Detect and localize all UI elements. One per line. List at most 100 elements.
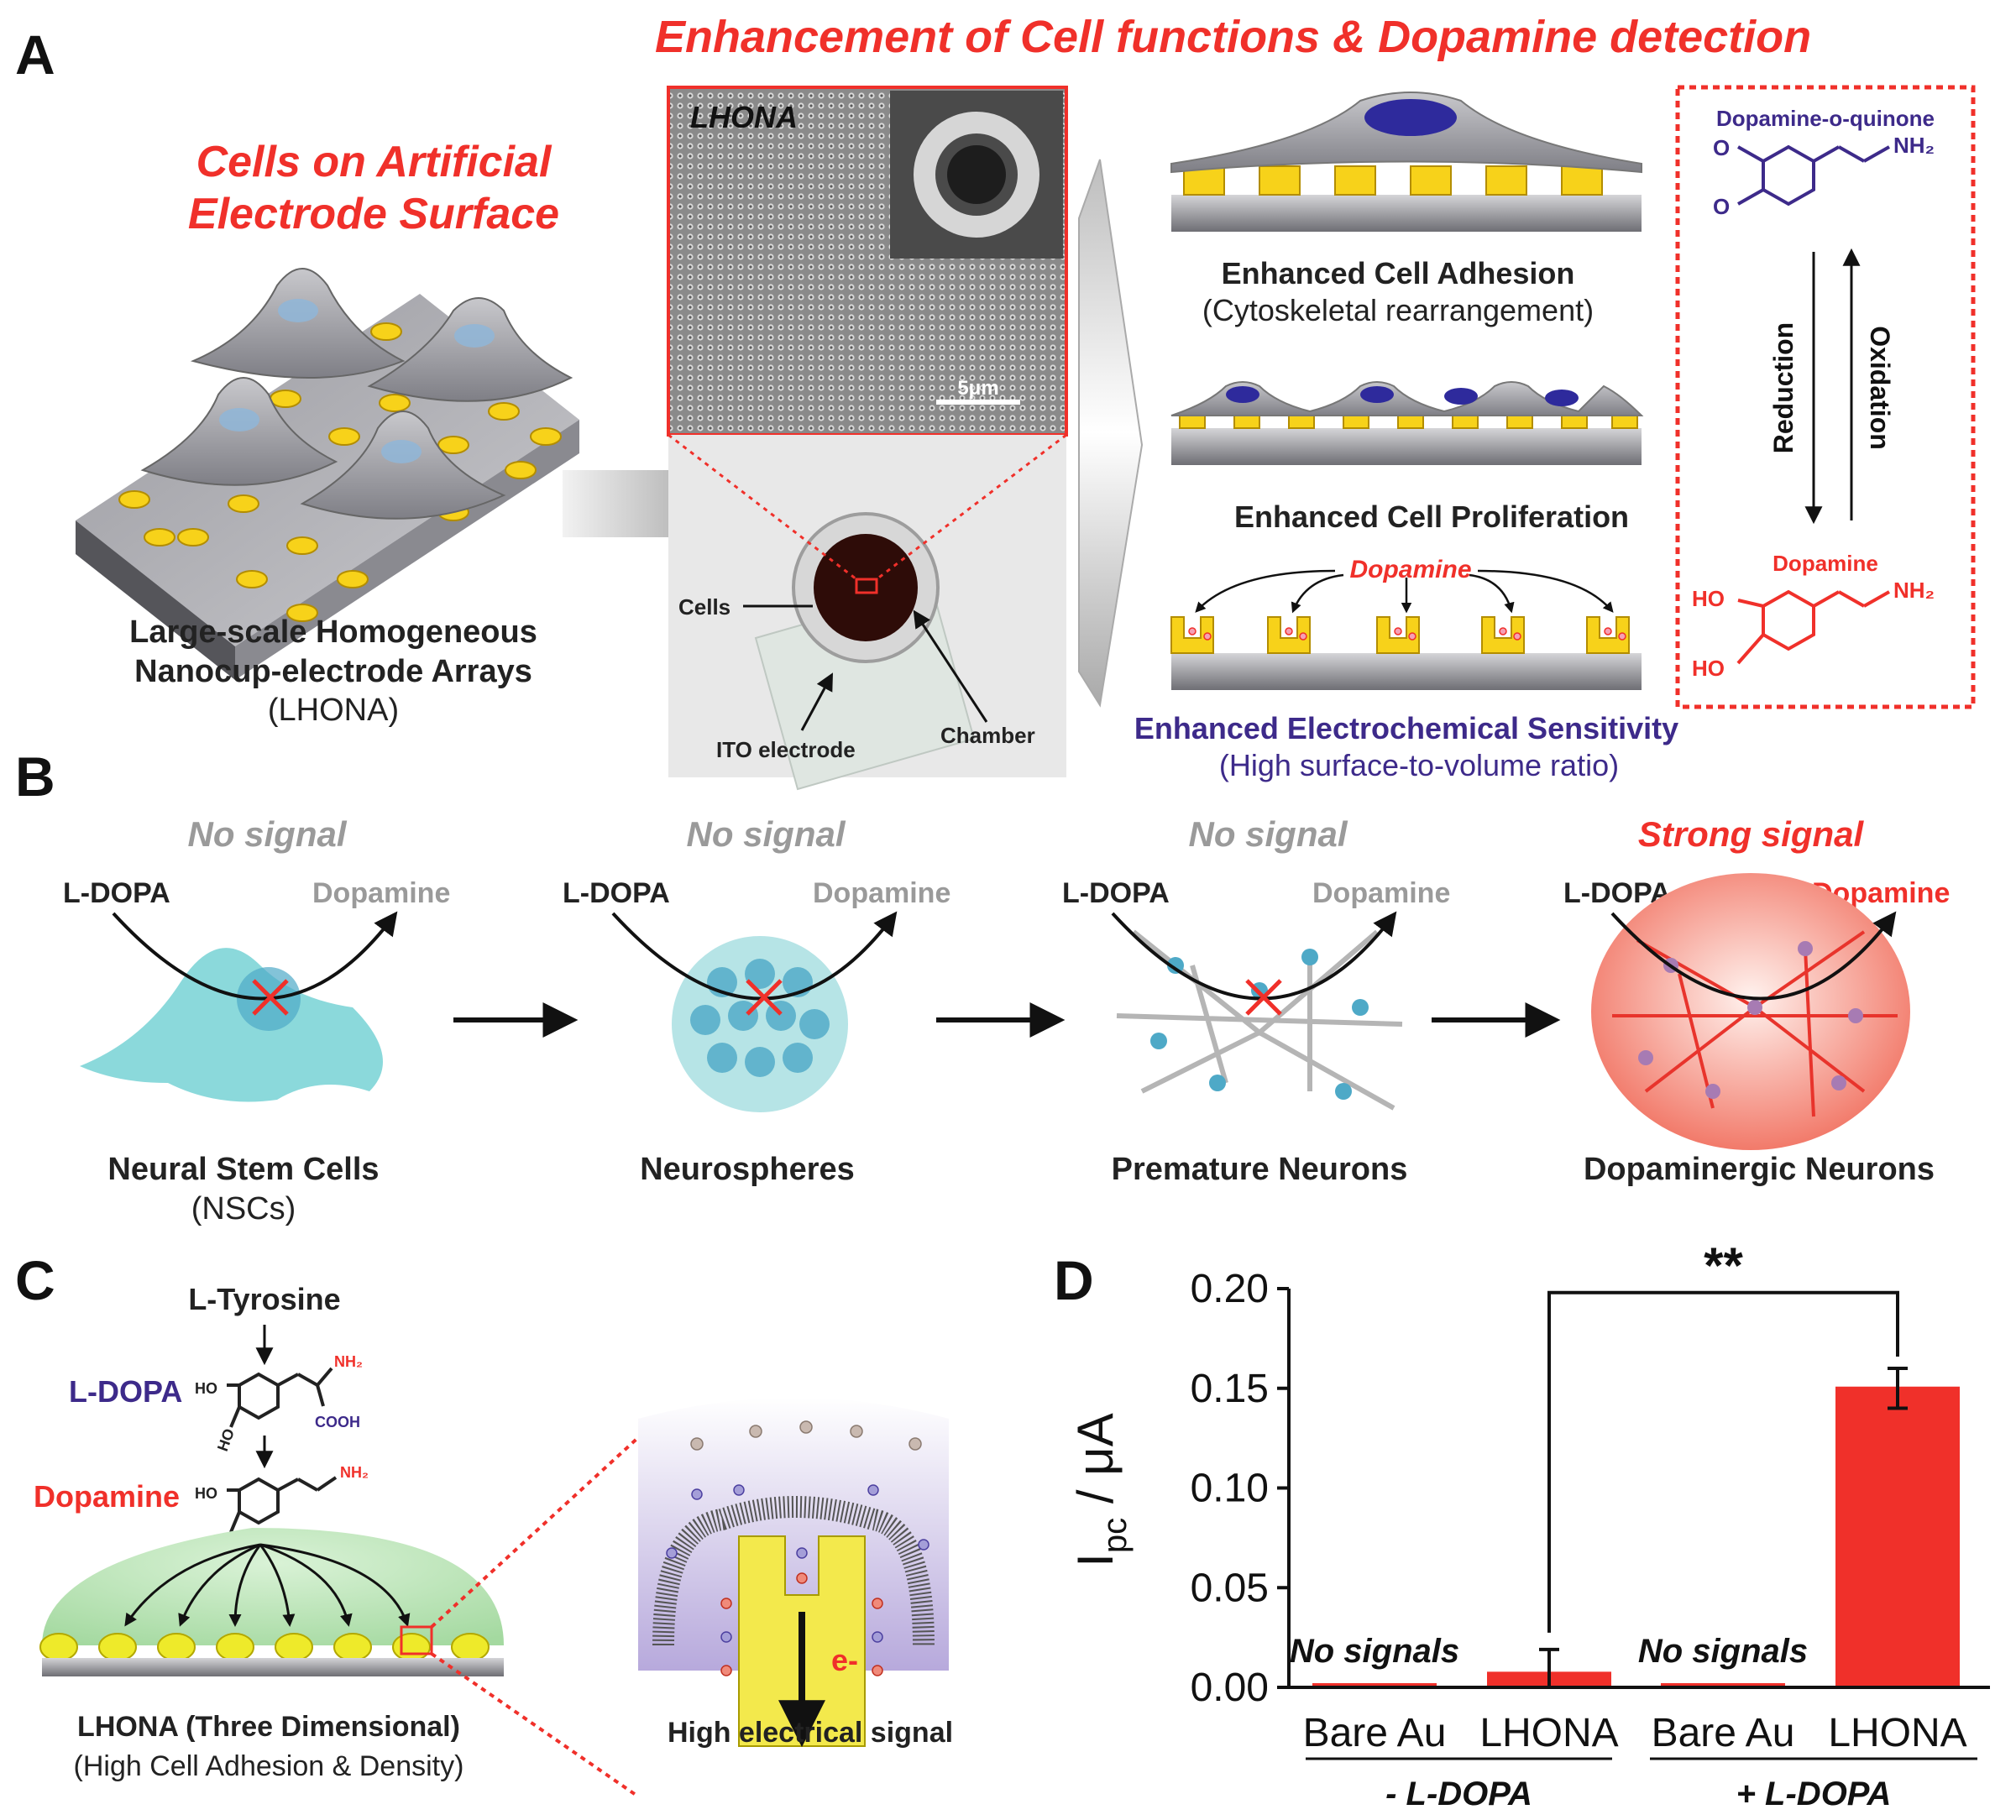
redox-nh2: NH₂ <box>1893 578 1935 603</box>
panel-d-letter: D <box>1054 1249 1094 1311</box>
significance-bracket <box>1547 1290 1899 1633</box>
cell-illustration-group <box>140 268 573 520</box>
stage-2-input: L-DOPA <box>563 877 670 909</box>
stage-2: No signal L-DOPA Dopamine Neurospheres <box>563 814 950 1187</box>
proliferation-title: Enhanced Cell Proliferation <box>1234 499 1629 534</box>
sensitivity-title: Enhanced Electrochemical Sensitivity <box>1134 711 1678 745</box>
array-caption-line1: Large-scale Homogeneous <box>129 615 537 650</box>
stage-2-name: Neurospheres <box>640 1152 855 1187</box>
photo-label-chamber: Chamber <box>940 723 1035 748</box>
no-signals-label: No signals <box>1638 1633 1808 1670</box>
lhona-caption-line2: (High Cell Adhesion & Density) <box>74 1750 464 1782</box>
ldopa-structure <box>227 1367 333 1428</box>
redox-ho1: HO <box>1692 586 1725 611</box>
y-tick-label: 0.20 <box>1191 1267 1269 1311</box>
adhesion-title: Enhanced Cell Adhesion <box>1222 256 1575 290</box>
group-label: - L-DOPA <box>1385 1776 1532 1812</box>
dopamine-structure-a <box>1736 589 1890 665</box>
x-category-label: Bare Au <box>1652 1711 1795 1755</box>
sensitivity-subtitle: (High surface-to-volume ratio) <box>1219 748 1619 782</box>
stage-3-name: Premature Neurons <box>1112 1152 1408 1187</box>
y-label-main: I <box>1067 1553 1123 1567</box>
y-tick-label: 0.05 <box>1191 1566 1269 1610</box>
array-caption-line2: Nanocup-electrode Arrays <box>134 654 532 689</box>
y-label-unit: / μA <box>1067 1413 1123 1518</box>
proliferation-schematic <box>1170 381 1644 465</box>
lhona-cell-schematic <box>39 1413 665 1798</box>
panel-a-letter: A <box>15 24 55 86</box>
quinone-label: Dopamine-o-quinone <box>1716 106 1935 131</box>
sem-image <box>667 86 1068 437</box>
stage-1-x-mark <box>252 979 289 1016</box>
no-signals-label: No signals <box>1290 1633 1459 1670</box>
y-tick-label: 0.15 <box>1191 1367 1269 1411</box>
sem-label: LHONA <box>690 100 798 134</box>
dopamine-label-a: Dopamine <box>1349 556 1471 583</box>
panel-b-letter: B <box>15 745 55 808</box>
stage-3: No signal L-DOPA Dopamine Premature Neur… <box>1062 814 1450 1187</box>
y-label-sub: pc <box>1097 1518 1134 1553</box>
ldopa-ho: HO <box>195 1380 217 1397</box>
sensitivity-schematic <box>1170 569 1642 690</box>
quinone-structure <box>1737 144 1890 207</box>
dopamine-structure-c <box>227 1476 338 1533</box>
big-grey-arrow <box>1078 159 1144 708</box>
stage-3-x-mark <box>1245 979 1282 1016</box>
stage-1-cell <box>80 948 383 1102</box>
zoom-caption: High electrical signal <box>668 1717 953 1749</box>
stage-4: Strong signal L-DOPA Dopamine Dopaminerg… <box>1563 814 1950 1187</box>
stage-4-name: Dopaminergic Neurons <box>1584 1152 1935 1187</box>
electron-label: e- <box>831 1643 858 1677</box>
zoom-nanocup <box>638 1398 949 1748</box>
nanocup-array-illustration <box>76 268 579 680</box>
stage-3-neurons <box>1116 929 1403 1111</box>
stage-3-signal: No signal <box>1188 814 1348 854</box>
stage-1-name: Neural Stem Cells <box>107 1152 379 1187</box>
ldopa-label-c: L-DOPA <box>69 1374 182 1409</box>
significance-marker: ** <box>1704 1237 1743 1294</box>
panel-a-title: Enhancement of Cell functions & Dopamine… <box>655 12 1811 62</box>
stage-1-output: Dopamine <box>312 877 450 909</box>
lhona-caption-line1: LHONA (Three Dimensional) <box>77 1711 460 1743</box>
quinone-o2: O <box>1713 194 1730 219</box>
adhesion-subtitle: (Cytoskeletal rearrangement) <box>1202 293 1594 327</box>
stage-1-signal: No signal <box>187 814 347 854</box>
panel-c-letter: C <box>15 1249 55 1311</box>
scale-bar-label: 5μm <box>957 377 998 400</box>
stage-2-signal: No signal <box>686 814 846 854</box>
stage-2-x-mark <box>746 979 783 1016</box>
quinone-nh2: NH₂ <box>1893 133 1935 158</box>
array-caption-line3: (LHONA) <box>268 693 399 728</box>
stage-4-curve-arrow <box>1610 911 1897 1001</box>
photo-label-ito: ITO electrode <box>716 737 856 762</box>
left-title-line2: Electrode Surface <box>188 190 559 238</box>
tyrosine-label: L-Tyrosine <box>188 1282 340 1316</box>
photo-label-cells: Cells <box>678 594 730 620</box>
x-category-label: LHONA <box>1479 1711 1618 1755</box>
dopamine-label-c: Dopamine <box>34 1479 180 1514</box>
stage-3-input: L-DOPA <box>1062 877 1170 909</box>
stage-4-signal: Strong signal <box>1638 814 1865 854</box>
stage-1-curve-arrow <box>112 911 398 1001</box>
y-axis-label: Ipc / μA <box>1067 1413 1134 1567</box>
quinone-o1: O <box>1713 135 1730 160</box>
bar-1 <box>1312 1683 1437 1686</box>
ldopa-cooh: COOH <box>315 1414 360 1430</box>
ldopa-nh2: NH₂ <box>334 1353 363 1370</box>
ldopa-ho2: HO <box>214 1426 238 1453</box>
x-category-label: LHONA <box>1828 1711 1966 1755</box>
stage-1-input: L-DOPA <box>63 877 170 909</box>
y-tick-label: 0.10 <box>1191 1467 1269 1511</box>
dopamine-c-nh2: NH₂ <box>340 1464 369 1481</box>
dopamine-c-ho: HO <box>195 1485 217 1502</box>
stage-1: No signal L-DOPA Dopamine Neural Stem Ce… <box>63 814 450 1226</box>
redox-ho2: HO <box>1692 656 1725 681</box>
x-category-label: Bare Au <box>1303 1711 1447 1755</box>
electrode-photo <box>668 433 1067 791</box>
left-title-line1: Cells on Artificial <box>196 138 552 186</box>
bar-3 <box>1661 1683 1785 1686</box>
bar-4 <box>1835 1386 1960 1686</box>
y-tick-label: 0.00 <box>1191 1666 1269 1710</box>
